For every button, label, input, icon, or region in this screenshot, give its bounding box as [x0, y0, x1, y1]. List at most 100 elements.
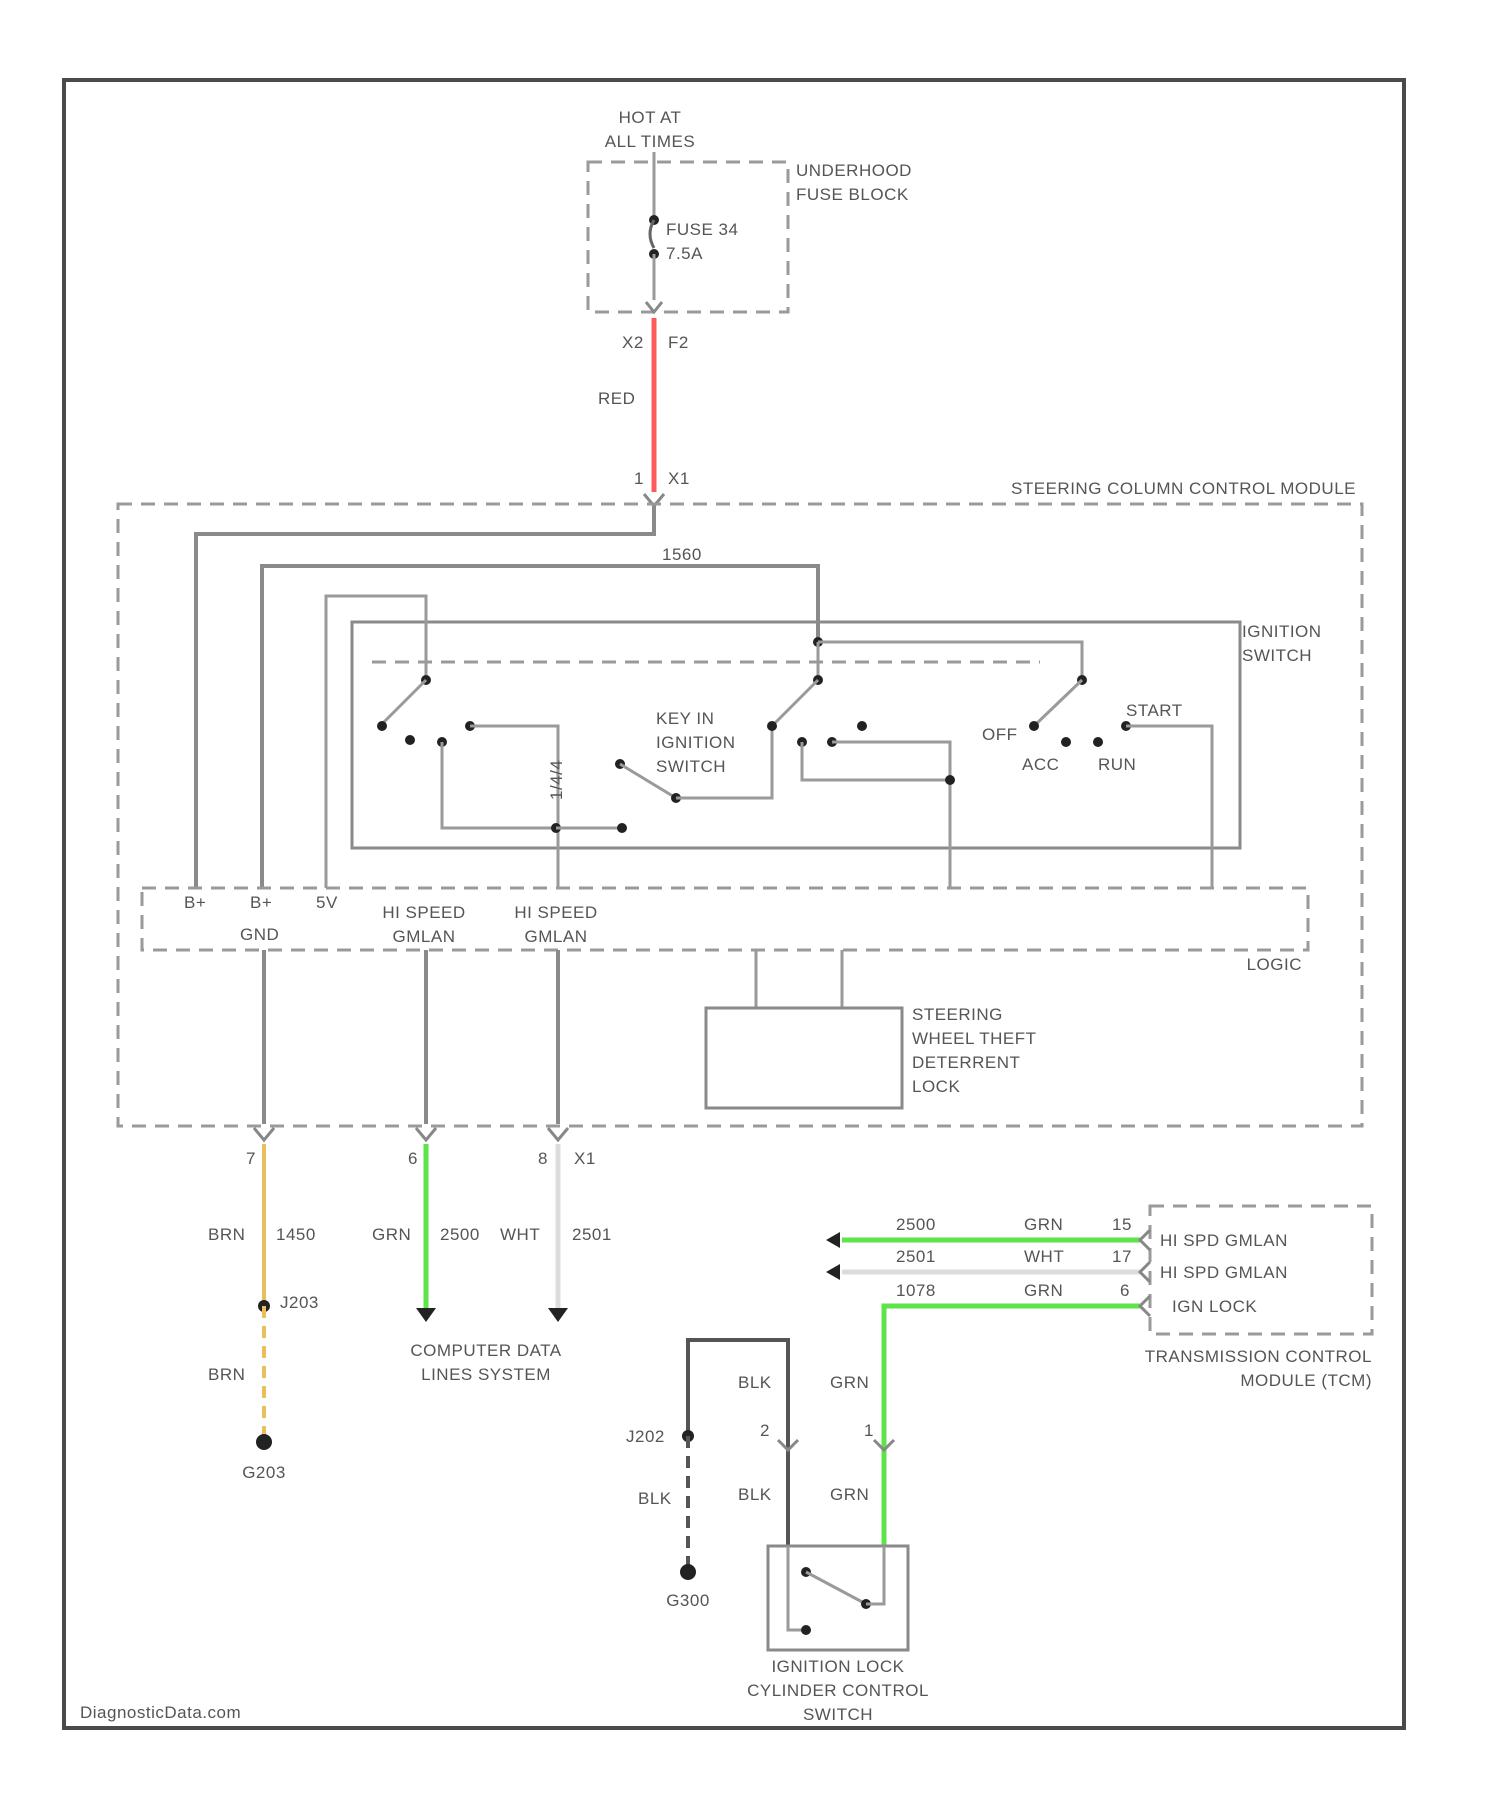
ign-lock-switch-blade	[806, 1572, 866, 1604]
tcm-row0-connector-icon	[1140, 1230, 1150, 1250]
tcm-row1-label: HI SPD GMLAN	[1160, 1263, 1288, 1282]
can2-connector: X1	[574, 1149, 596, 1168]
ign-lock-internal-blk	[788, 1546, 806, 1630]
off-label: OFF	[982, 725, 1018, 744]
logic-hs-can-1-line2: GMLAN	[393, 927, 456, 946]
theft-lock-label-line2: WHEEL THEFT	[912, 1029, 1037, 1048]
blk-wire-upper	[688, 1340, 788, 1546]
tcm-row2-label: IGN LOCK	[1172, 1297, 1257, 1316]
can2-arrow-icon	[548, 1308, 568, 1322]
left-contact-1	[377, 721, 387, 731]
can2-connector-icon	[548, 1128, 568, 1140]
ground-g203-label: G203	[242, 1463, 286, 1482]
gnd-splice-label: J203	[280, 1293, 319, 1312]
junction-node-right	[617, 823, 627, 833]
ignition-switch-box	[352, 622, 1240, 848]
power-label-line2: ALL TIMES	[605, 132, 695, 151]
middle-contact-1	[767, 721, 777, 731]
start-label: START	[1126, 701, 1183, 720]
sccm-top-connector: X1	[668, 469, 690, 488]
steering-wheel-theft-deterrent-lock	[706, 1008, 902, 1108]
steering-column-control-module	[118, 504, 1362, 1126]
can1-wire-color: GRN	[372, 1225, 411, 1244]
gnd-connector-icon	[254, 1128, 274, 1140]
watermark: DiagnosticData.com	[80, 1703, 241, 1722]
logic-hs-can-2-line2: GMLAN	[525, 927, 588, 946]
tcm-row0-color: GRN	[1024, 1215, 1063, 1234]
middle-switch-blade	[772, 680, 818, 726]
fuse-out-connector: X2	[622, 333, 644, 352]
left-contact-2	[405, 735, 415, 745]
fuse-out-pin: F2	[668, 333, 689, 352]
off-contact	[1029, 721, 1039, 731]
fuse-block-name-line1: UNDERHOOD	[796, 161, 912, 180]
tcm-can-green-arrow-icon	[826, 1232, 840, 1248]
gnd-wire-color: BRN	[208, 1225, 245, 1244]
red-wire-color-label: RED	[598, 389, 635, 408]
fuse-label-line1: FUSE 34	[666, 220, 738, 239]
run-label: RUN	[1098, 755, 1136, 774]
theft-lock-label-line1: STEERING	[912, 1005, 1003, 1024]
fuse-label-line2: 7.5A	[666, 244, 703, 263]
ign-lock-name-line1: IGNITION LOCK	[771, 1657, 904, 1676]
ign-lock-internal-grn	[866, 1546, 884, 1604]
key-switch-label-line1: KEY IN	[656, 709, 714, 728]
ign-lock-pin-blk: 2	[760, 1421, 770, 1440]
tcm-row2-pin: 6	[1120, 1281, 1130, 1300]
splice-blk-label: BLK	[638, 1489, 672, 1508]
sccm-name: STEERING COLUMN CONTROL MODULE	[1011, 479, 1356, 498]
b-plus-feed-wire	[196, 506, 654, 888]
acc-label: ACC	[1022, 755, 1059, 774]
theft-lock-label-line3: DETERRENT	[912, 1053, 1020, 1072]
middle-contact-wire-b	[832, 742, 950, 780]
can1-pin: 6	[408, 1149, 418, 1168]
tcm-row0-circuit: 2500	[896, 1215, 936, 1234]
middle-contact-wire-a	[802, 742, 950, 888]
sccm-top-pin: 1	[634, 469, 644, 488]
ign-lock-contact-a	[801, 1625, 811, 1635]
tcm-ign-lock-green-wire	[884, 1306, 1140, 1546]
wire-1560-label: 1560	[662, 545, 702, 564]
can1-connector-icon	[416, 1128, 436, 1140]
run-contact	[1093, 737, 1103, 747]
left-switch-blade	[382, 680, 426, 724]
ignition-switch-name-line1: IGNITION	[1242, 622, 1322, 641]
logic-label: LOGIC	[1247, 955, 1302, 974]
middle-junction-node	[945, 775, 955, 785]
tcm-row1-circuit: 2501	[896, 1247, 936, 1266]
tcm-row2-circuit: 1078	[896, 1281, 936, 1300]
tcm-row0-pin: 15	[1112, 1215, 1132, 1234]
tcm-row2-color: GRN	[1024, 1281, 1063, 1300]
middle-contact-4	[857, 721, 867, 731]
ground-g203-icon	[256, 1434, 272, 1450]
ground-g300-label: G300	[666, 1591, 710, 1610]
ign-lock-pin-grn: 1	[864, 1421, 874, 1440]
tcm-name-line2: MODULE (TCM)	[1240, 1371, 1372, 1390]
data-lines-label-line1: COMPUTER DATA	[410, 1341, 561, 1360]
can2-wire-circuit: 2501	[572, 1225, 612, 1244]
power-label-line1: HOT AT	[619, 108, 682, 127]
splice-j202-label: J202	[626, 1427, 665, 1446]
can2-wire-color: WHT	[500, 1225, 540, 1244]
ground-g300-icon	[680, 1564, 696, 1580]
ign-lock-name-line3: SWITCH	[803, 1705, 873, 1724]
tcm-row1-pin: 17	[1112, 1247, 1132, 1266]
key-switch-label-line3: SWITCH	[656, 757, 726, 776]
start-wire	[1126, 726, 1212, 888]
fuse-block-name-line2: FUSE BLOCK	[796, 185, 909, 204]
blk-lower-label: BLK	[738, 1485, 772, 1504]
gnd-pin: 7	[246, 1149, 256, 1168]
gnd-wire-circuit: 1450	[276, 1225, 316, 1244]
grn-upper-label: GRN	[830, 1373, 869, 1392]
can1-wire-circuit: 2500	[440, 1225, 480, 1244]
gnd-wire-color-2: BRN	[208, 1365, 245, 1384]
can1-arrow-icon	[416, 1308, 436, 1322]
right-switch-blade	[1034, 680, 1082, 726]
left-contact-wire-a	[442, 742, 556, 828]
logic-hs-can-1-line1: HI SPEED	[382, 903, 465, 922]
grn-lower-label: GRN	[830, 1485, 869, 1504]
tcm-row1-color: WHT	[1024, 1247, 1064, 1266]
left-contact-wire-b	[470, 726, 558, 888]
can2-pin: 8	[538, 1149, 548, 1168]
